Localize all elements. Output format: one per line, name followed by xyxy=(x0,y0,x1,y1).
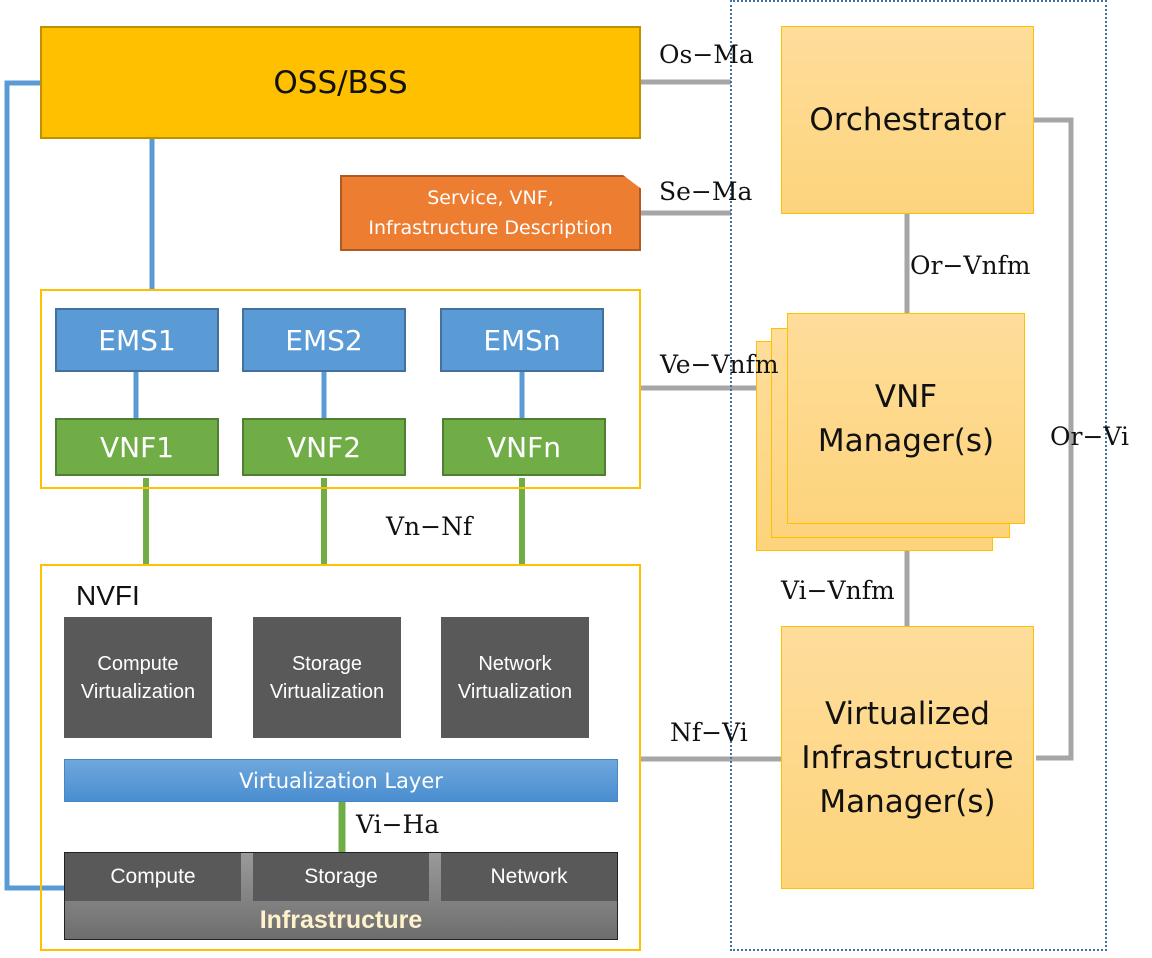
os-ma-label: Os−Ma xyxy=(659,40,754,69)
compute-virt-line2: Virtualization xyxy=(80,680,196,703)
vnfm-line1: VNF xyxy=(874,378,938,415)
oss-to-infra-line xyxy=(4,80,64,891)
vnf1-label: VNF1 xyxy=(99,430,175,464)
mano-boundary xyxy=(730,0,1107,951)
vnf-group-container xyxy=(40,289,641,489)
network-hardware-block[interactable]: Network xyxy=(441,853,617,901)
vnf-manager-block[interactable]: VNF Manager(s) xyxy=(787,313,1025,524)
vim-line3: Manager(s) xyxy=(819,783,996,820)
vnf2-block[interactable]: VNF2 xyxy=(242,418,406,476)
compute-hw-label: Compute xyxy=(110,865,196,888)
ve-vnfm-label: Ve−Vnfm xyxy=(660,350,779,379)
storage-virt-line1: Storage xyxy=(291,652,363,675)
virtualization-layer-block[interactable]: Virtualization Layer xyxy=(64,759,618,802)
oss-bss-block[interactable]: OSS/BSS xyxy=(40,26,641,139)
vnfn-block[interactable]: VNFn xyxy=(442,418,606,476)
emsn-label: EMSn xyxy=(483,323,561,357)
description-line2: Infrastructure Description xyxy=(368,217,613,239)
storage-virt-line2: Virtualization xyxy=(269,680,385,703)
storage-hardware-block[interactable]: Storage xyxy=(253,853,429,901)
infrastructure-label: Infrastructure xyxy=(259,905,423,934)
vim-line1: Virtualized xyxy=(825,695,990,732)
vnfn-label: VNFn xyxy=(487,430,561,464)
or-vnfm-label: Or−Vnfm xyxy=(910,251,1031,280)
vi-vnfm-label: Vi−Vnfm xyxy=(781,576,895,605)
compute-virt-line1: Compute xyxy=(97,652,179,675)
network-hw-label: Network xyxy=(490,865,568,888)
nf-vi-label: Nf−Vi xyxy=(670,718,748,747)
vnfm-line2: Manager(s) xyxy=(817,422,995,459)
ems2-label: EMS2 xyxy=(285,323,363,357)
network-virt-line1: Network xyxy=(478,652,552,675)
vnf1-block[interactable]: VNF1 xyxy=(55,418,219,476)
service-description-block[interactable]: Service, VNF, Infrastructure Description xyxy=(340,175,641,251)
or-vi-line xyxy=(1034,117,1074,761)
storage-hw-label: Storage xyxy=(304,865,378,888)
vnf2-label: VNF2 xyxy=(286,430,362,464)
orchestrator-label: Orchestrator xyxy=(809,102,1006,138)
orchestrator-block[interactable]: Orchestrator xyxy=(781,26,1034,214)
virtualization-layer-label: Virtualization Layer xyxy=(239,768,443,793)
ems1-block[interactable]: EMS1 xyxy=(55,308,219,372)
vi-ha-label: Vi−Ha xyxy=(356,810,440,839)
nvfi-container xyxy=(40,564,641,951)
vn-nf-label: Vn−Nf xyxy=(386,512,473,541)
nvfi-title: NVFI xyxy=(76,580,140,611)
compute-hardware-block[interactable]: Compute xyxy=(65,853,241,901)
oss-bss-label: OSS/BSS xyxy=(273,64,408,101)
network-virt-line2: Virtualization xyxy=(457,680,573,703)
ems2-block[interactable]: EMS2 xyxy=(242,308,406,372)
vim-line2: Infrastructure xyxy=(801,739,1014,776)
or-vi-label: Or−Vi xyxy=(1050,422,1130,451)
ems1-label: EMS1 xyxy=(98,323,176,357)
se-ma-label: Se−Ma xyxy=(659,177,753,206)
emsn-block[interactable]: EMSn xyxy=(440,308,604,372)
description-line1: Service, VNF, xyxy=(427,187,554,209)
